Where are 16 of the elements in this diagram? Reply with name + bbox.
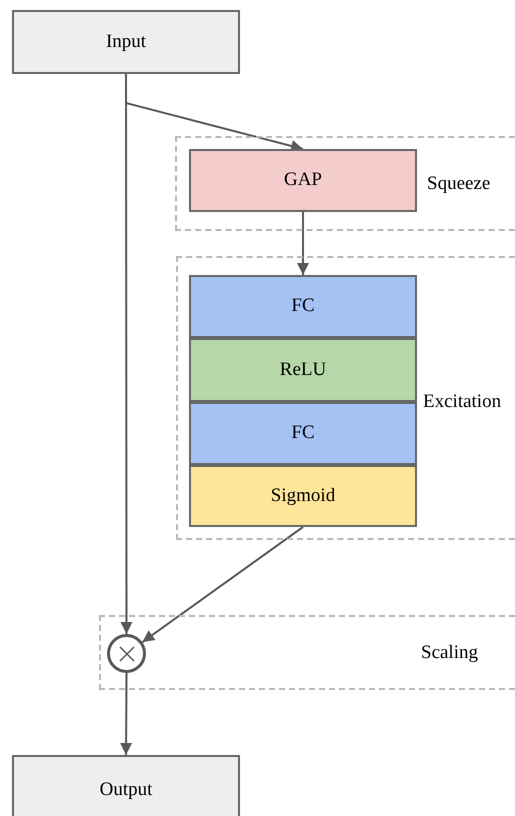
arrow (142, 526, 304, 643)
process-box: Sigmoid (189, 465, 417, 527)
group-label: Excitation (423, 390, 502, 414)
process-box: FC (189, 402, 417, 465)
process-box: Output (12, 755, 240, 816)
arrow (297, 212, 309, 275)
dashed-group-frame (99, 615, 515, 690)
process-box: GAP (189, 149, 417, 212)
process-box: Input (12, 10, 240, 74)
dashed-group-frame (175, 136, 515, 231)
dashed-group-frame (176, 256, 515, 540)
group-label: Scaling (421, 641, 478, 665)
process-box: ReLU (189, 338, 417, 402)
group-label: Squeeze (427, 172, 490, 196)
arrow (120, 673, 132, 755)
process-box: FC (189, 275, 417, 338)
